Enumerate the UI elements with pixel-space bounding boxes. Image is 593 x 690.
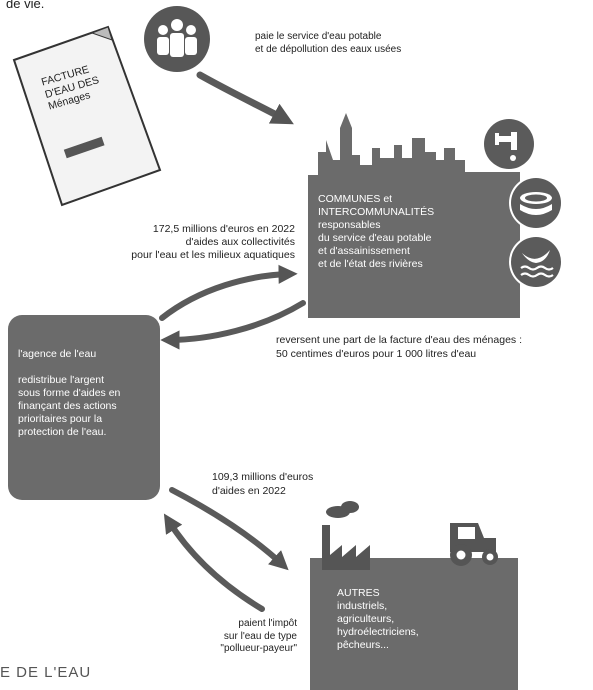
households-caption-line: et de dépollution des eaux usées xyxy=(255,44,402,55)
factory-icon xyxy=(322,501,370,570)
polluter-tax-line: "pollueur-payeur" xyxy=(220,643,297,654)
aid-collectivities-line: pour l'eau et les milieux aquatiques xyxy=(131,249,295,261)
aid-to-others-label: 109,3 millions d'euros d'aides en 2022 xyxy=(212,470,372,498)
polluter-tax-label: paient l'impôt sur l'eau de type "pollue… xyxy=(170,618,297,656)
others-line: AUTRES xyxy=(337,587,380,599)
others-box xyxy=(310,558,518,690)
aid-collectivities-line: d'aides aux collectivités xyxy=(185,236,295,248)
aid-others-line: 109,3 millions d'euros xyxy=(212,471,314,483)
agency-box xyxy=(8,315,160,500)
communes-line: et de l'état des rivières xyxy=(318,258,423,270)
communes-line: et d'assainissement xyxy=(318,245,410,257)
agency-body-line: redistribue l'argent xyxy=(18,374,105,386)
households-caption: paie le service d'eau potable et de dépo… xyxy=(255,30,495,56)
arrow-communes-to-agency xyxy=(160,300,306,350)
polluter-tax-line: paient l'impôt xyxy=(238,618,297,629)
header-text-fragment: de vie. xyxy=(6,0,45,11)
communes-line: COMMUNES et xyxy=(318,193,393,205)
communes-box xyxy=(308,113,520,318)
footer-text-fragment: E DE L'EAU xyxy=(0,664,92,681)
communes-label: COMMUNES et INTERCOMMUNALITÉS responsabl… xyxy=(318,193,468,271)
polluter-tax-line: sur l'eau de type xyxy=(223,630,297,642)
reversal-line: 50 centimes d'euros pour 1 000 litres d'… xyxy=(276,348,477,360)
others-line: pêcheurs... xyxy=(337,639,389,651)
communes-line: du service d'eau potable xyxy=(318,232,432,244)
arrow-agency-to-communes xyxy=(159,264,298,321)
reversal-line: reversent une part de la facture d'eau d… xyxy=(276,334,522,346)
water-tap-icon xyxy=(482,117,536,171)
people-group-icon xyxy=(144,6,210,72)
tractor-icon xyxy=(450,523,498,566)
agency-title: l'agence de l'eau xyxy=(18,348,97,360)
others-label: AUTRES industriels, agriculteurs, hydroé… xyxy=(337,587,497,652)
agency-body-line: prioritaires pour la xyxy=(18,413,103,425)
others-line: industriels, xyxy=(337,600,388,612)
agency-body-line: protection de l'eau. xyxy=(18,426,107,438)
communes-line: responsables xyxy=(318,219,381,231)
others-line: hydroélectriciens, xyxy=(337,626,419,638)
aid-to-collectivities-label: 172,5 millions d'euros en 2022 d'aides a… xyxy=(40,223,295,262)
agency-body-line: finançant des actions xyxy=(18,400,117,412)
agency-body-line: sous forme d'aides en xyxy=(18,387,121,399)
aid-collectivities-line: 172,5 millions d'euros en 2022 xyxy=(152,223,295,235)
river-icon xyxy=(509,235,563,289)
arrow-others-to-agency xyxy=(163,513,265,612)
agency-label: l'agence de l'eau redistribue l'argent s… xyxy=(18,348,150,439)
invoice-document-icon xyxy=(12,25,162,207)
arrow-households-to-communes xyxy=(196,71,294,125)
communes-line: INTERCOMMUNALITÉS xyxy=(318,206,435,218)
others-line: agriculteurs, xyxy=(337,613,395,625)
households-caption-line: paie le service d'eau potable xyxy=(255,31,382,42)
reversal-label: reversent une part de la facture d'eau d… xyxy=(276,333,591,361)
arrow-agency-to-others xyxy=(169,487,289,571)
aid-others-line: d'aides en 2022 xyxy=(212,485,286,497)
treatment-basin-icon xyxy=(509,176,563,230)
